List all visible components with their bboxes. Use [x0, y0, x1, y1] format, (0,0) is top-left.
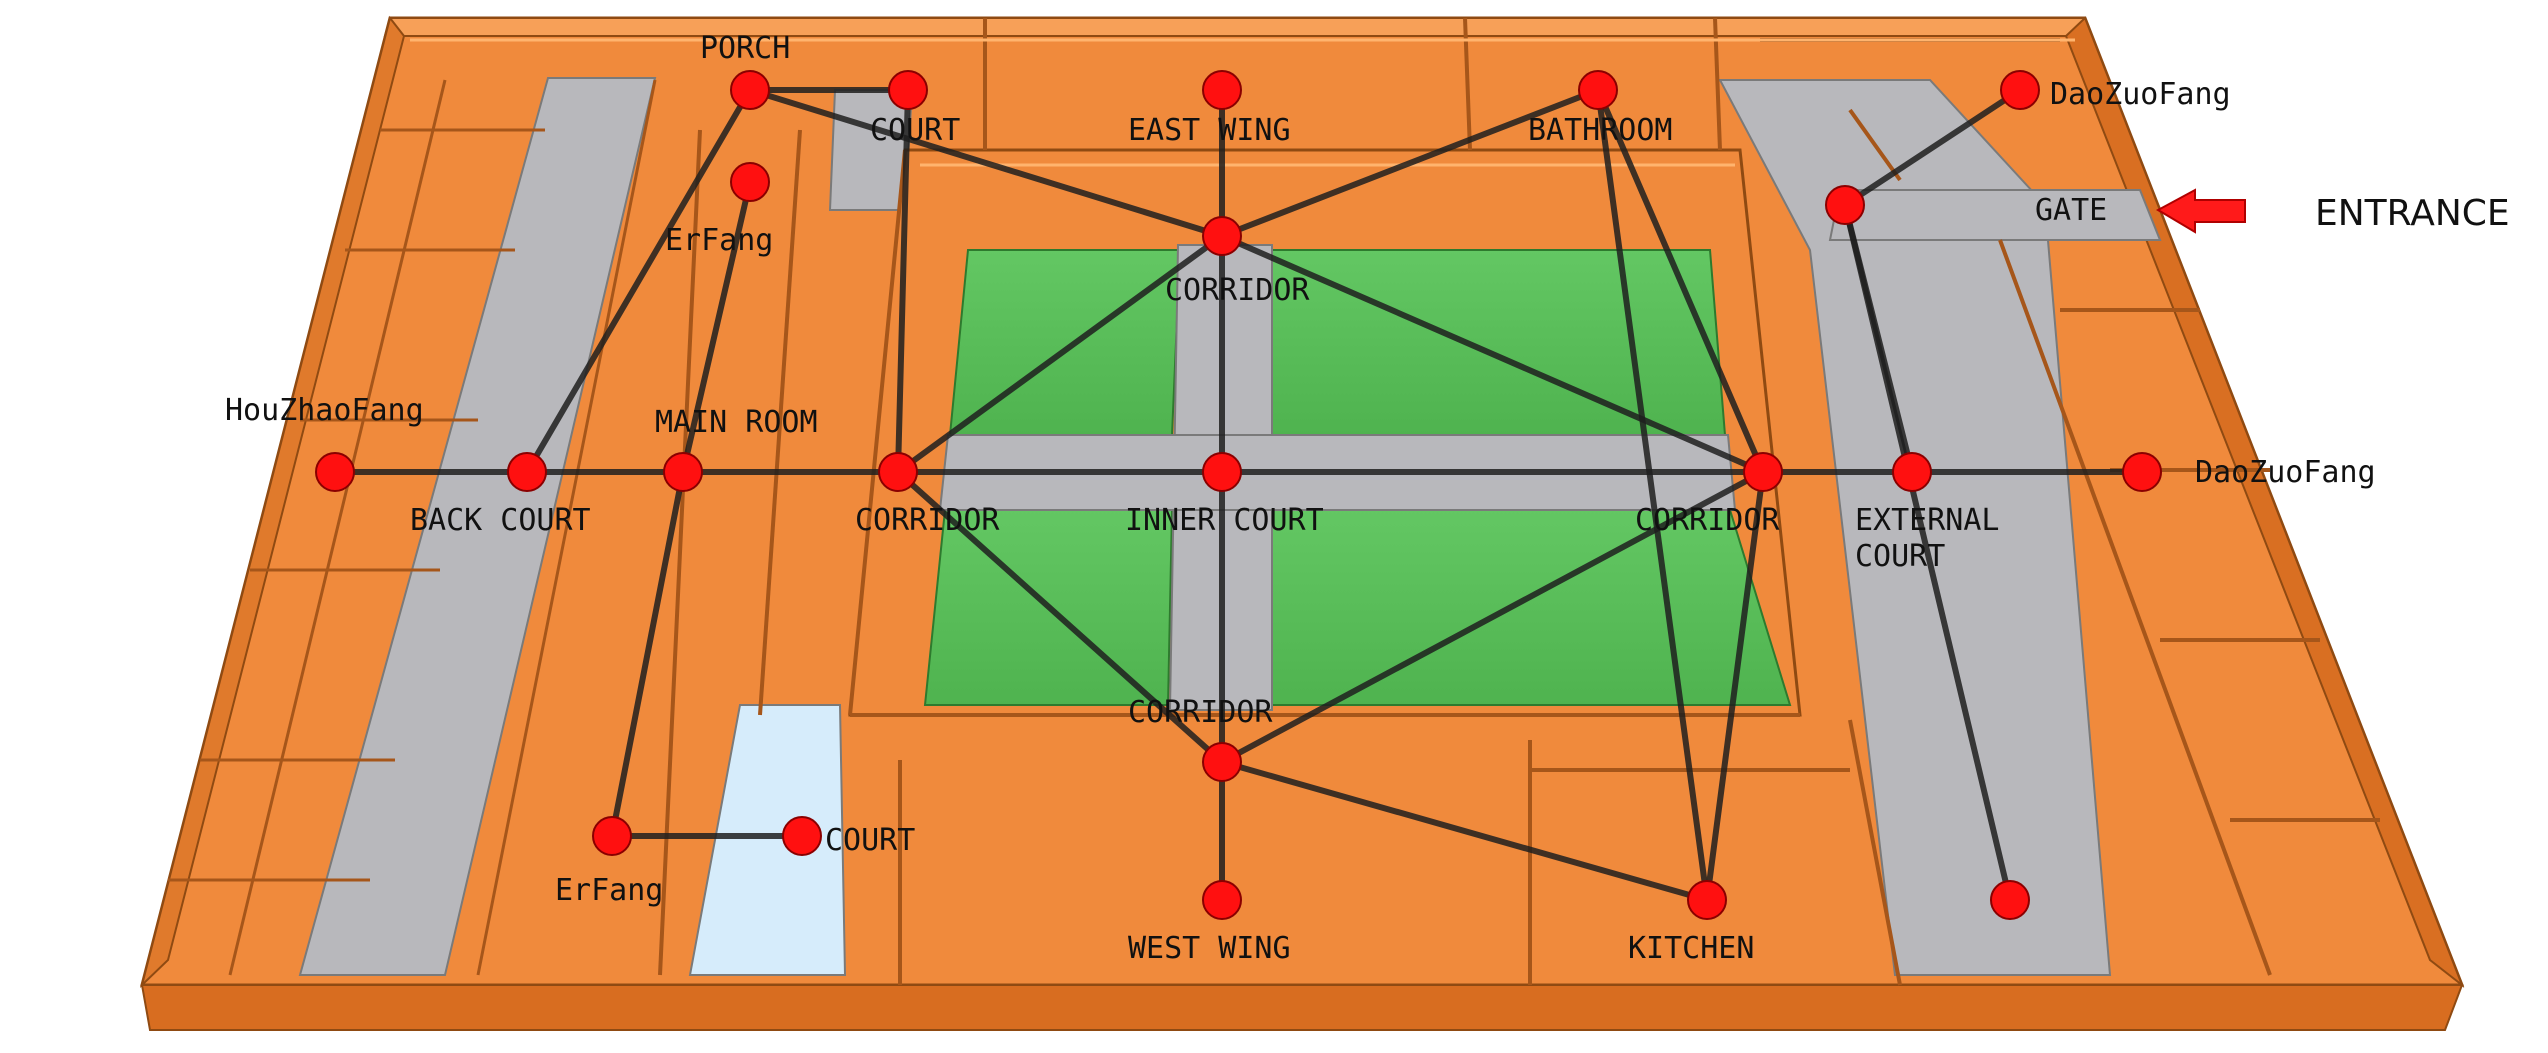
edge-back_court-porch — [524, 87, 753, 475]
graph-edges — [332, 87, 2145, 903]
entrance-arrow-icon — [2155, 188, 2246, 234]
outer-wall-rim-west — [140, 15, 406, 989]
node-main-room — [663, 452, 703, 492]
label-houzhaofang: HouZhaoFang — [225, 393, 424, 428]
edge-gate-external_south — [1842, 202, 2013, 903]
external-court-paving — [1718, 79, 2112, 976]
back-court-paving — [298, 77, 657, 976]
entrance-marker: ENTRANCE — [2155, 188, 2510, 234]
label-corridor-south: CORRIDOR — [1128, 695, 1273, 730]
label-daozuofang-north: DaoZuoFang — [2050, 77, 2231, 112]
label-court-south: COURT — [825, 823, 915, 858]
label-east-wing: EAST WING — [1128, 113, 1291, 148]
label-inner-court: INNER COURT — [1125, 503, 1324, 538]
node-external-south — [1990, 880, 2030, 920]
edge-main_room-erfang_south — [609, 469, 686, 839]
outer-wall-rim-north — [383, 17, 2092, 37]
node-erfang-south — [592, 816, 632, 856]
label-corridor-west: CORRIDOR — [855, 503, 1000, 538]
edge-gate-daozuofang_north — [1842, 87, 2023, 208]
edge-corridor_north-corridor_west — [895, 233, 1225, 475]
label-back-court: BACK COURT — [410, 503, 591, 538]
node-court-north — [888, 70, 928, 110]
node-court-south — [782, 816, 822, 856]
edge-erfang_north-main_room — [680, 179, 753, 475]
node-houzhaofang — [315, 452, 355, 492]
node-daozuofang-east — [2122, 452, 2162, 492]
node-bathroom — [1578, 70, 1618, 110]
small-court-southwest — [688, 704, 847, 976]
garden-se — [1269, 509, 1792, 706]
label-daozuofang-east: DaoZuoFang — [2195, 455, 2376, 490]
edge-porch-corridor_north — [747, 87, 1225, 239]
node-external-court — [1892, 452, 1932, 492]
node-gate — [1825, 185, 1865, 225]
node-corridor-north — [1202, 216, 1242, 256]
edge-bathroom-corridor_north — [1219, 87, 1601, 239]
edge-bathroom-corridor_east — [1595, 87, 1766, 475]
node-east-wing — [1202, 70, 1242, 110]
node-kitchen — [1687, 880, 1727, 920]
edge-bathroom-kitchen — [1595, 87, 1710, 903]
edge-corridor_north-corridor_east — [1219, 233, 1766, 475]
label-erfang-south: ErFang — [555, 873, 663, 908]
edge-court_north-corridor_west — [895, 87, 911, 475]
node-back-court — [507, 452, 547, 492]
entrance-label: ENTRANCE — [2315, 193, 2510, 234]
outer-wall-rim-south — [140, 984, 2464, 1031]
label-kitchen: KITCHEN — [1628, 931, 1754, 966]
node-erfang-north — [730, 162, 770, 202]
label-west-wing: WEST WING — [1128, 931, 1291, 966]
edge-corridor_east-kitchen — [1704, 469, 1766, 903]
label-court-north: COURT — [870, 113, 960, 148]
label-corridor-north: CORRIDOR — [1165, 273, 1310, 308]
node-corridor-west — [878, 452, 918, 492]
garden-ne — [1269, 249, 1727, 436]
node-daozuofang-north — [2000, 70, 2040, 110]
edge-corridor_south-kitchen — [1219, 759, 1710, 903]
label-bathroom: BATHROOM — [1528, 113, 1673, 148]
node-corridor-south — [1202, 742, 1242, 782]
node-porch — [730, 70, 770, 110]
node-corridor-east — [1743, 452, 1783, 492]
node-west-wing — [1202, 880, 1242, 920]
label-porch: PORCH — [700, 31, 790, 66]
edge-corridor_east-corridor_south — [1219, 469, 1766, 765]
label-erfang-north: ErFang — [665, 223, 773, 258]
edge-corridor_west-corridor_south — [895, 469, 1225, 765]
node-inner-court — [1202, 452, 1242, 492]
label-corridor-east: CORRIDOR — [1635, 503, 1780, 538]
label-main-room: MAIN ROOM — [655, 405, 818, 440]
gate-passage — [1828, 189, 2162, 241]
label-gate: GATE — [2035, 193, 2107, 228]
graph-nodes — [315, 70, 2162, 920]
outer-wall-rim-east — [2064, 16, 2465, 989]
